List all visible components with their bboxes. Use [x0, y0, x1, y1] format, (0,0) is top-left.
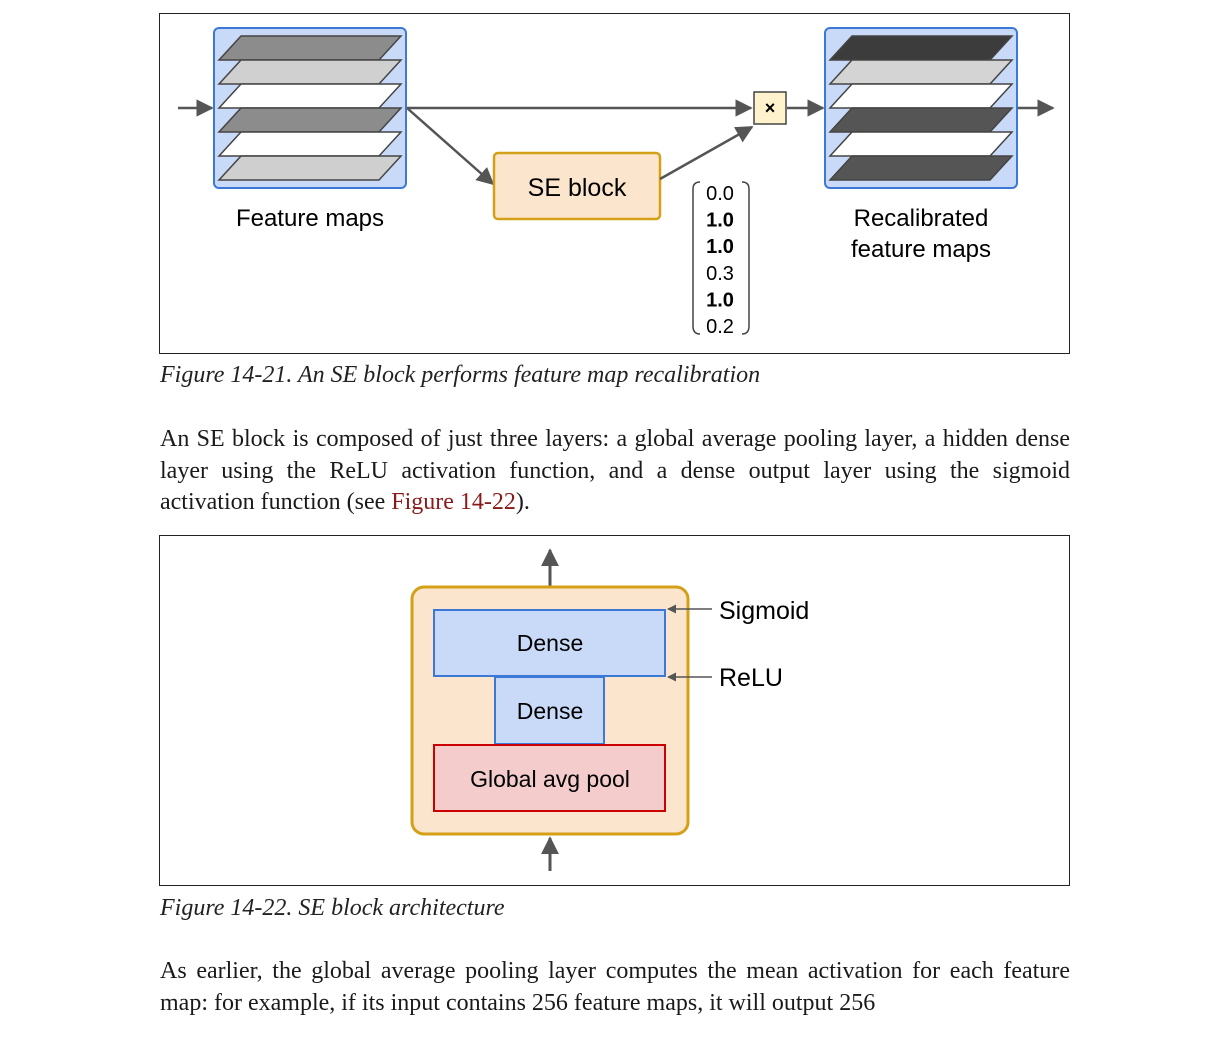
feature-map-layer — [828, 107, 1014, 133]
dense-output-label: Dense — [517, 630, 583, 656]
figure-se-recalibration-diagram: Feature maps SE block × 0.01.01.00.31.00… — [178, 27, 1055, 338]
dense-hidden-label: Dense — [517, 698, 583, 724]
weights-bracket-right — [741, 181, 750, 335]
weights-bracket-left — [692, 181, 701, 335]
se-weight-value: 1.0 — [706, 236, 734, 258]
sigmoid-label: Sigmoid — [719, 597, 809, 625]
feature-map-layer — [217, 59, 403, 85]
figure-se-architecture: Dense Dense Global avg pool Sigmoid ReLU — [159, 535, 1070, 886]
se-to-multiply-arrow — [659, 125, 754, 181]
feature-map-layer — [217, 35, 403, 61]
feature-map-layer — [828, 59, 1014, 85]
dense-hidden-layer — [494, 676, 605, 745]
feature-map-layer — [828, 131, 1014, 157]
figure-se-architecture-diagram: Dense Dense Global avg pool Sigmoid ReLU — [410, 548, 809, 871]
relu-label: ReLU — [719, 664, 783, 692]
paragraph-1-end: ). — [515, 489, 530, 515]
feature-map-layer — [828, 155, 1014, 181]
se-weight-value: 1.0 — [706, 289, 734, 311]
figure-link[interactable]: Figure 14-22 — [391, 489, 516, 515]
figure-caption-2: Figure 14-22. SE block architecture — [160, 895, 505, 921]
feature-maps-label: Feature maps — [236, 205, 384, 232]
global-avg-pool-layer — [433, 744, 666, 812]
dense-output-layer — [433, 609, 666, 677]
feature-map-layer — [217, 155, 403, 181]
figure-caption-1: Figure 14-21. An SE block performs featu… — [160, 362, 761, 388]
feature-map-layer — [217, 131, 403, 157]
se-block-label: SE block — [528, 174, 627, 202]
feature-map-layer — [217, 107, 403, 133]
multiply-icon: × — [765, 98, 776, 118]
to-se-arrow — [406, 107, 495, 186]
se-weight-value: 0.3 — [706, 263, 734, 285]
feature-map-stack — [217, 35, 403, 181]
recalibrated-map-stack — [828, 35, 1014, 181]
se-block — [492, 151, 662, 221]
se-weight-value: 0.0 — [706, 183, 734, 205]
paragraph-1: An SE block is composed of just three la… — [160, 424, 1070, 519]
feature-map-layer — [828, 83, 1014, 109]
se-weight-value: 0.2 — [706, 316, 734, 338]
se-weights: 0.0 1.0 1.0 0.3 1.0 0.2 — [706, 183, 734, 338]
recalibrated-label-line1: Recalibrated — [854, 205, 989, 232]
global-avg-pool-label: Global avg pool — [470, 766, 630, 792]
multiply-box — [753, 91, 787, 125]
feature-map-layer — [217, 83, 403, 109]
feature-map-layer — [828, 35, 1014, 61]
paragraph-2: As earlier, the global average pooling l… — [160, 958, 1070, 1016]
paragraph-1-text: An SE block is composed of just three la… — [160, 426, 1070, 515]
se-weight-value: 1.0 — [706, 210, 734, 232]
recalibrated-label-line2: feature maps — [851, 236, 991, 263]
